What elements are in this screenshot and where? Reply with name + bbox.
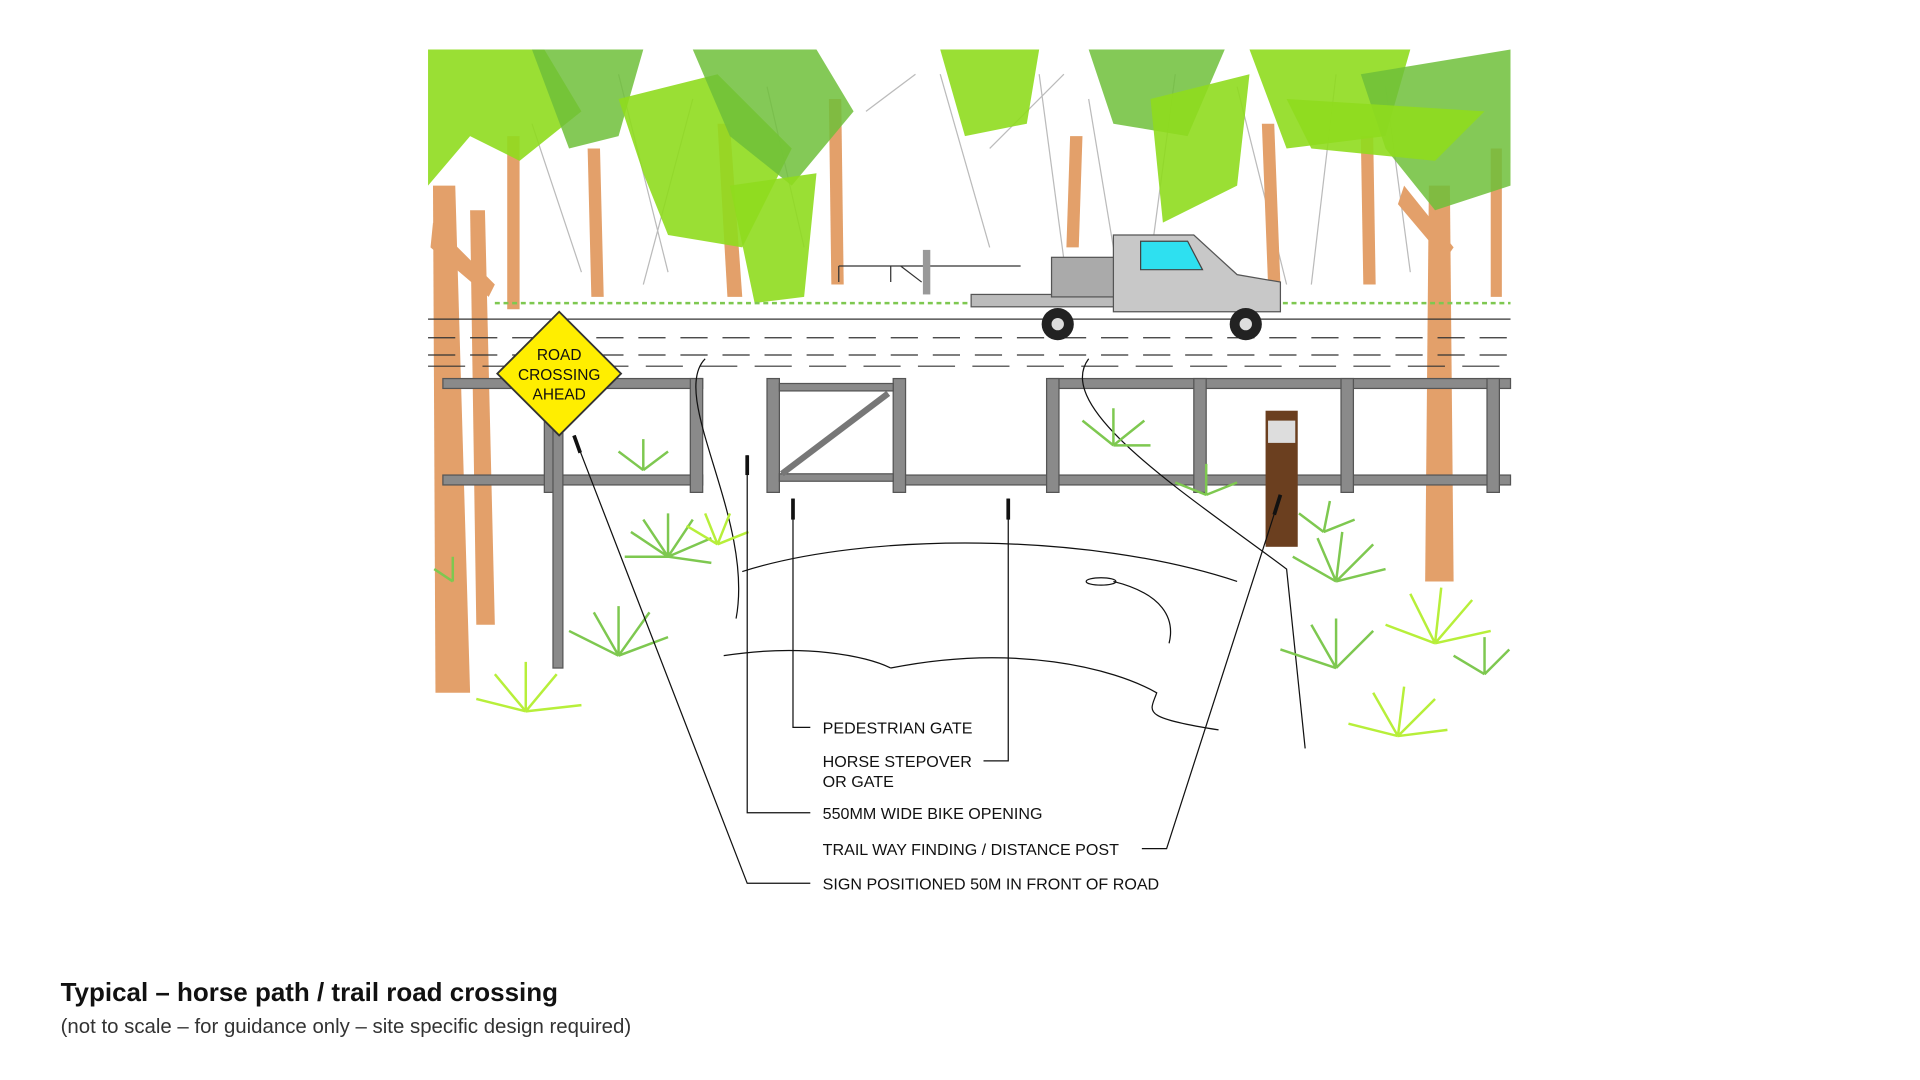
- fence: [442, 377, 1512, 493]
- label-wayfinding-post: TRAIL WAY FINDING / DISTANCE POST: [823, 841, 1119, 859]
- label-bike-opening: 550MM WIDE BIKE OPENING: [823, 805, 1043, 823]
- sign-text-line3: AHEAD: [533, 387, 586, 404]
- callout-labels: PEDESTRIAN GATE HORSE STEPOVER OR GATE 5…: [823, 720, 1160, 894]
- leader-horse-stepover: [983, 498, 1009, 762]
- illustration: ROAD CROSSING AHEAD: [428, 49, 1512, 749]
- label-horse-stepover-2: OR GATE: [823, 773, 894, 791]
- leader-wayfinding-post: [1141, 494, 1282, 850]
- road-crossing-sign: ROAD CROSSING AHEAD: [496, 310, 623, 669]
- sign-text-line1: ROAD: [537, 347, 582, 364]
- pedestrian-gate: [766, 377, 907, 493]
- callout-leaders: [572, 434, 1283, 884]
- distant-gate: [838, 249, 1021, 295]
- label-horse-stepover-1: HORSE STEPOVER: [823, 753, 972, 771]
- tree-canopy: [428, 49, 1511, 304]
- sign-text-line2: CROSSING: [518, 367, 600, 384]
- label-pedestrian-gate: PEDESTRIAN GATE: [823, 720, 973, 738]
- shrubs: [433, 408, 1511, 738]
- leader-pedestrian-gate: [792, 498, 811, 729]
- leader-sign-position: [573, 435, 811, 884]
- utility-truck: [970, 234, 1282, 341]
- trail-path: [695, 358, 1306, 749]
- caption-subtitle: (not to scale – for guidance only – site…: [61, 1016, 632, 1038]
- leader-bike-opening: [746, 455, 811, 814]
- label-sign-position: SIGN POSITIONED 50M IN FRONT OF ROAD: [823, 875, 1160, 893]
- person-figure: [922, 249, 931, 295]
- horse-stepover: [904, 474, 1050, 486]
- caption-title: Typical – horse path / trail road crossi…: [61, 977, 558, 1007]
